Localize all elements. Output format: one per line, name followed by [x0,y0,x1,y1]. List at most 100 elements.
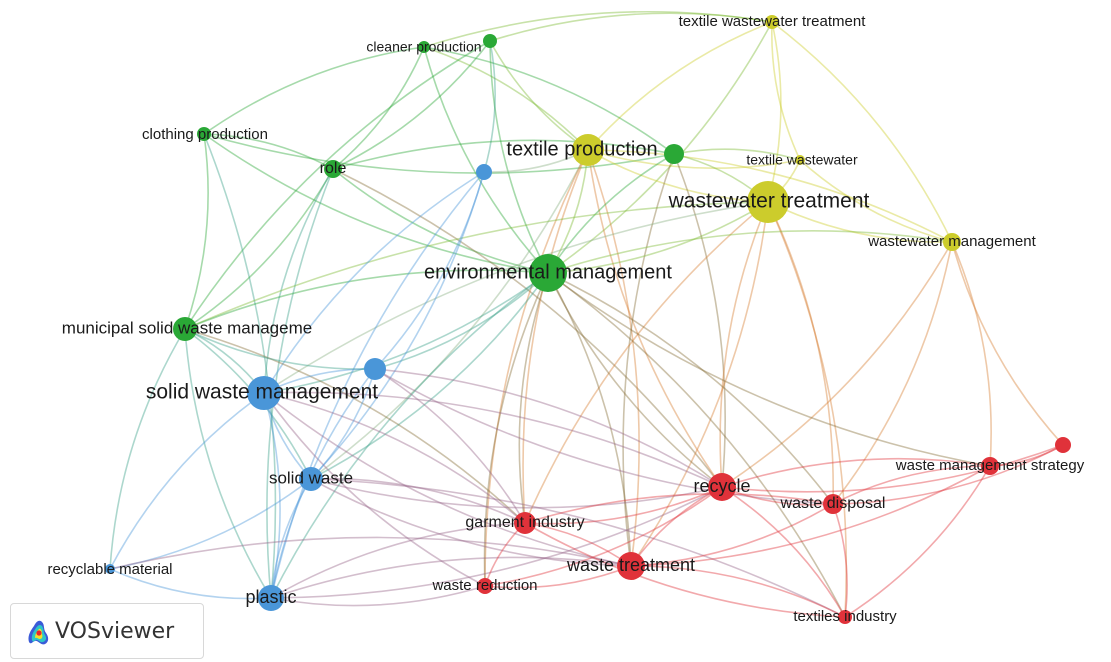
link-role-municipal_swm [184,168,334,330]
link-wastewater_management-waste_disposal [832,241,953,505]
link-environmental_management-solid_waste_management [263,272,549,394]
node-garment-industry[interactable] [514,512,536,534]
node-label-cleaner-production: cleaner production [366,39,481,55]
node-clothing-production[interactable] [197,127,211,141]
link-green_unlabeled_top-role [332,40,491,170]
node-textiles-industry[interactable] [838,610,852,624]
link-plastic-waste_treatment [270,556,632,599]
link-environmental_management-solid_waste [310,272,549,480]
link-recyclable_material-waste_treatment [109,536,632,570]
link-blue_unlabeled_mid-garment_industry [374,368,526,524]
node-blue-unlabeled-mid[interactable] [364,358,386,380]
link-role-green_unlabeled_mid [332,139,675,170]
link-cleaner_production-clothing_production [203,46,425,135]
link-wastewater_treatment-recycle [719,201,769,488]
link-garment_industry-recycle [524,486,723,525]
link-textile_wastewater_treatment-textile_wastewater [771,21,801,161]
link-environmental_management-waste_treatment [547,272,632,567]
link-solid_waste-plastic [270,478,312,599]
link-green_unlabeled_mid-waste_treatment [622,153,675,567]
node-textile-production[interactable] [572,134,604,166]
link-blue_unlabeled_mid-solid_waste [310,368,376,480]
node-cleaner-production[interactable] [418,41,430,53]
node-waste-treatment[interactable] [617,552,645,580]
link-solid_waste_management-waste_reduction [263,392,486,587]
vosviewer-watermark: VOSviewer [10,603,204,659]
vosviewer-brand-text: VOSviewer [55,618,175,644]
link-clothing_production-green_unlabeled_mid [203,133,675,174]
link-textile_wastewater_treatment-cleaner_production [423,10,773,48]
node-label-waste-reduction: waste reduction [431,577,537,594]
link-blue_unlabeled_top-solid_waste [310,171,485,480]
link-municipal_swm-garment_industry [184,328,526,524]
link-solid_waste-waste_treatment [310,478,632,567]
node-label-waste-treatment: waste treatment [566,555,695,575]
link-wastewater_management-waste_management_strategy [951,241,992,467]
link-recyclable_material-plastic [109,568,272,600]
node-waste-reduction[interactable] [477,578,493,594]
link-waste_treatment-textiles_industry [630,565,846,618]
link-green_unlabeled_mid-textile_wastewater [673,148,801,161]
link-wastewater_treatment-municipal_swm [184,201,769,330]
link-municipal_swm-plastic [184,328,272,599]
link-textile_production-waste_treatment [587,149,640,567]
node-plastic[interactable] [258,585,284,611]
link-municipal_swm-blue_unlabeled_mid [184,328,376,370]
vosviewer-logo-icon [28,620,49,645]
link-solid_waste-textiles_industry [310,478,846,618]
node-label-plastic: plastic [245,587,296,607]
node-solid-waste[interactable] [299,467,323,491]
link-waste_disposal-textiles_industry [832,503,848,618]
node-red-unlabeled-right[interactable] [1055,437,1071,453]
node-green-unlabeled-mid[interactable] [664,144,684,164]
link-textile_wastewater-wastewater_management [799,159,953,243]
link-wastewater_treatment-wastewater_management [767,201,953,243]
node-label-role: role [320,160,347,177]
node-label-environmental-management: environmental management [424,261,672,283]
link-wastewater_treatment-waste_disposal [767,201,834,505]
link-cleaner_production-role [332,46,425,170]
link-wastewater_treatment-environmental_management [547,201,769,274]
node-label-recyclable-material: recyclable material [47,561,172,578]
link-waste_treatment-waste_management_strategy [630,465,991,567]
node-textile-wastewater[interactable] [795,155,805,165]
node-recyclable-material[interactable] [105,564,115,574]
link-blue_unlabeled_mid-waste_disposal [374,368,834,505]
link-cleaner_production-environmental_management [423,46,549,274]
link-solid_waste-recycle [310,478,723,509]
node-label-garment-industry: garment industry [465,514,584,531]
link-waste_management_strategy-textiles_industry [844,465,991,618]
node-green-unlabeled-top[interactable] [483,34,497,48]
node-municipal-swm[interactable] [173,317,197,341]
link-cleaner_production-textile_production [423,46,589,151]
link-wastewater_treatment-garment_industry [524,201,769,524]
node-blue-unlabeled-top[interactable] [476,164,492,180]
link-blue_unlabeled_mid-recycle [374,368,723,488]
link-clothing_production-municipal_swm [184,133,209,330]
link-wastewater_management-environmental_management [547,229,953,274]
node-wastewater-management[interactable] [943,233,961,251]
link-recycle-textiles_industry [721,486,846,618]
link-solid_waste_management-waste_treatment [263,392,632,567]
link-environmental_management-waste_management_strategy [547,272,991,467]
link-waste_disposal-red_unlabeled_right [832,444,1064,505]
link-textile_production-wastewater_treatment [587,149,769,203]
link-solid_waste_management-plastic [263,392,281,599]
node-label-textile-wastewater-treatment: textile wastewater treatment [679,13,867,30]
node-recycle[interactable] [708,473,736,501]
node-waste-management-strategy[interactable] [981,457,999,475]
link-recycle-red_unlabeled_right [721,444,1064,493]
link-role-environmental_management [332,168,549,274]
link-textile_production-waste_reduction [484,149,589,587]
node-wastewater-treatment[interactable] [747,181,789,223]
node-waste-disposal[interactable] [823,494,843,514]
node-environmental-management[interactable] [529,254,567,292]
node-role[interactable] [324,160,342,178]
link-textile_production-textile_wastewater [587,149,801,170]
node-label-waste-management-strategy: waste management strategy [895,457,1085,474]
link-environmental_management-plastic [270,272,549,599]
link-green_unlabeled_top-municipal_swm [184,40,491,330]
node-solid-waste-management[interactable] [247,376,281,410]
node-textile-wastewater-treatment[interactable] [765,15,779,29]
